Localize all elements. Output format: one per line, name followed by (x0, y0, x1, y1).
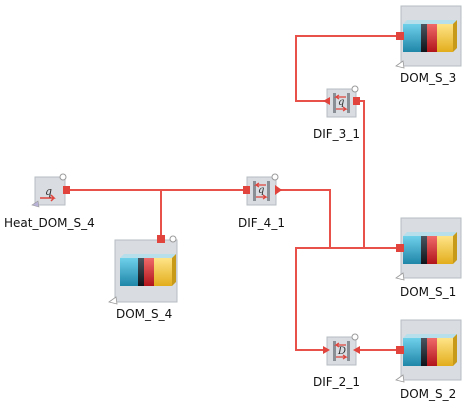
label-dif-2-1: DIF_2_1 (313, 375, 360, 389)
heat-port[interactable] (396, 32, 404, 40)
wire-dif41-to-junction[interactable] (276, 189, 364, 249)
wire-dif31-to-junction[interactable] (356, 100, 365, 248)
diffusion-box (326, 336, 357, 366)
heat-source-symbol: q (45, 185, 52, 198)
label-dif-4-1: DIF_4_1 (238, 216, 285, 230)
port-right[interactable] (353, 97, 360, 105)
domain-node-dom-s-2[interactable]: DOM_S_2 (395, 319, 462, 401)
layered-wall-icon (120, 254, 176, 286)
layered-wall-icon (403, 232, 457, 264)
port-left[interactable] (323, 346, 330, 354)
diffusion-node-dif-2-1[interactable]: D DIF_2_1 (313, 333, 360, 389)
label-dom-s-3: DOM_S_3 (400, 71, 456, 85)
diffusion-wall-icon (333, 341, 336, 361)
inlet-port[interactable] (395, 60, 405, 69)
label-dom-s-1: DOM_S_1 (400, 285, 456, 299)
arrow-right-icon (256, 194, 269, 200)
inlet-port[interactable] (395, 374, 405, 383)
heat-port[interactable] (396, 346, 404, 354)
port-left[interactable] (323, 97, 330, 105)
diffusion-symbol: q (338, 97, 344, 108)
diffusion-wall-icon (253, 181, 256, 201)
arrow-left-icon (253, 182, 266, 188)
outlet-port[interactable] (63, 186, 70, 194)
heat-port[interactable] (157, 235, 165, 243)
label-heat-dom-s-4: Heat_DOM_S_4 (4, 216, 95, 230)
domain-node-dom-s-4[interactable]: DOM_S_4 (108, 235, 178, 321)
diffusion-node-dif-3-1[interactable]: q DIF_3_1 (313, 85, 360, 141)
inlet-port[interactable] (108, 296, 118, 305)
diffusion-wall-icon (333, 93, 336, 113)
indicator-port[interactable] (351, 85, 359, 93)
inlet-port[interactable] (395, 272, 405, 281)
arrow-right-icon (336, 354, 349, 360)
connection-wires (68, 35, 400, 351)
arrow-left-icon (333, 342, 346, 348)
heat-source-node-heat-dom-s-4[interactable]: q Heat_DOM_S_4 (4, 173, 95, 230)
wire-dif31-to-dom-s-3[interactable] (295, 35, 400, 102)
arrow-left-icon (333, 94, 346, 100)
indicator-port[interactable] (59, 173, 67, 181)
port-right[interactable] (353, 346, 360, 354)
diffusion-node-dif-4-1[interactable]: q DIF_4_1 (238, 173, 285, 230)
label-dom-s-2: DOM_S_2 (400, 387, 456, 401)
domain-node-dom-s-1[interactable]: DOM_S_1 (395, 217, 462, 299)
label-dom-s-4: DOM_S_4 (116, 307, 172, 321)
heat-port[interactable] (396, 244, 404, 252)
indicator-port[interactable] (351, 333, 359, 341)
wire-junction-to-dif21[interactable] (295, 247, 330, 351)
indicator-port[interactable] (271, 173, 279, 181)
diffusion-wall-icon-2 (267, 181, 270, 201)
indicator-port[interactable] (169, 235, 177, 243)
port-left[interactable] (243, 186, 250, 194)
label-dif-3-1: DIF_3_1 (313, 127, 360, 141)
layered-wall-icon (403, 20, 457, 52)
diffusion-wall-icon-2 (347, 341, 350, 361)
domain-node-dom-s-3[interactable]: DOM_S_3 (395, 5, 462, 85)
heat-flow-arrow-icon (40, 194, 56, 202)
diffusion-wall-icon-2 (347, 93, 350, 113)
diffusion-symbol: D (337, 346, 346, 357)
port-right[interactable] (275, 185, 282, 195)
inlet-port[interactable] (31, 200, 40, 208)
arrow-right-icon (336, 106, 349, 112)
layered-wall-icon (403, 334, 457, 366)
diffusion-symbol: q (258, 185, 264, 196)
